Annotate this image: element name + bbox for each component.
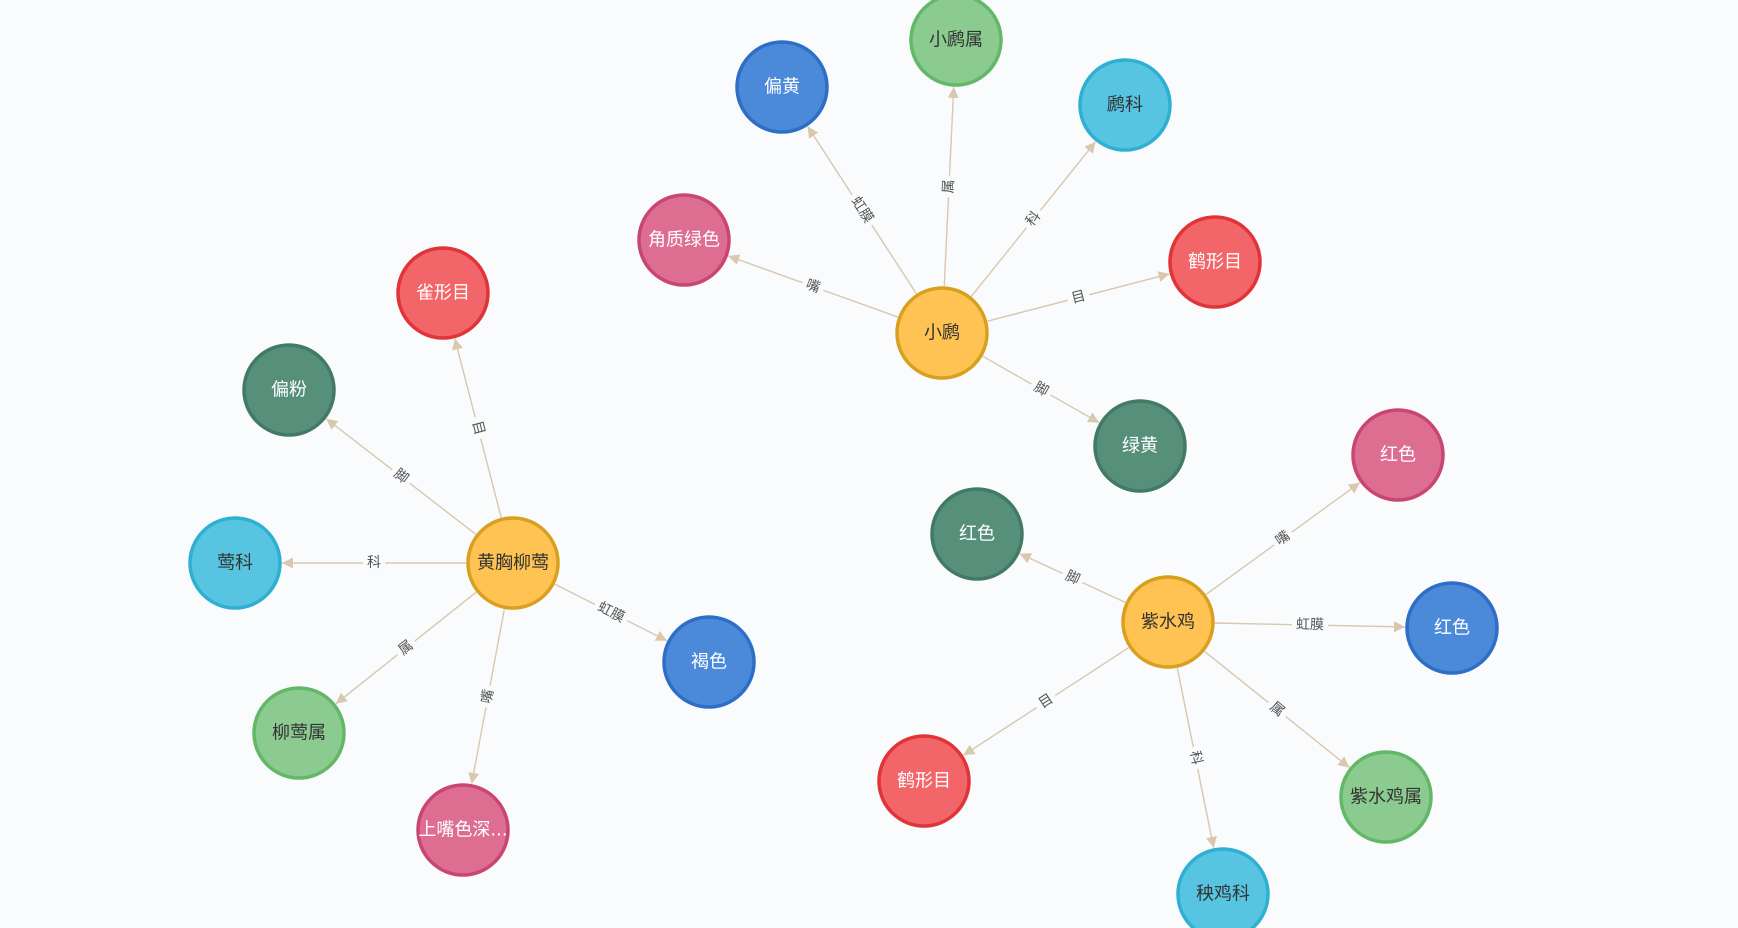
- edge-label-background: [1291, 615, 1329, 635]
- edge[interactable]: 嘴: [727, 254, 899, 318]
- edge[interactable]: 科: [1176, 667, 1217, 849]
- node-circle[interactable]: [466, 516, 560, 610]
- edge-label-background: [466, 415, 490, 441]
- edge[interactable]: 科: [970, 141, 1097, 297]
- node-circle[interactable]: [242, 343, 336, 437]
- edge[interactable]: 嘴: [468, 609, 506, 784]
- edge-label-background: [1262, 695, 1292, 724]
- edge-label: 脚: [1031, 379, 1051, 400]
- graph-node-family[interactable]: 秧鸡科: [1176, 847, 1270, 928]
- edge-label: 目: [468, 419, 487, 437]
- edge-label-background: [844, 190, 880, 230]
- graph-node-beak[interactable]: 红色: [1351, 408, 1445, 502]
- graph-node-center[interactable]: 小䴘: [895, 286, 989, 380]
- graph-node-center[interactable]: 紫水鸡: [1121, 575, 1215, 669]
- edge[interactable]: 科: [282, 554, 466, 572]
- edge[interactable]: 属: [335, 591, 477, 705]
- edge[interactable]: 属: [939, 86, 959, 287]
- edge-label-background: [1184, 745, 1207, 771]
- edge-label: 脚: [1063, 568, 1082, 588]
- graph-node-family[interactable]: 䴘科: [1078, 58, 1172, 152]
- node-circle[interactable]: [252, 686, 346, 780]
- edge-label-background: [1058, 565, 1087, 591]
- edge-label: 嘴: [804, 277, 823, 297]
- edge-label: 虹膜: [1296, 617, 1324, 634]
- edge[interactable]: 属: [1204, 650, 1350, 769]
- node-circle[interactable]: [416, 783, 510, 877]
- graph-node-iris[interactable]: 偏黄: [735, 40, 829, 134]
- edge-label: 嘴: [479, 688, 497, 705]
- node-circle[interactable]: [1121, 575, 1215, 669]
- edge[interactable]: 目: [987, 271, 1170, 322]
- node-circle[interactable]: [1405, 581, 1499, 675]
- edge[interactable]: 虹膜: [1214, 615, 1406, 635]
- graph-node-order[interactable]: 鹤形目: [1168, 215, 1262, 309]
- edge-label-background: [1019, 204, 1048, 234]
- edge-label-background: [391, 634, 421, 662]
- edge-label-background: [363, 554, 385, 572]
- edge-label: 科: [367, 555, 381, 571]
- graph-node-foot[interactable]: 绿黄: [1093, 399, 1187, 493]
- edge-label-background: [1268, 524, 1298, 553]
- edge[interactable]: 脚: [325, 418, 477, 535]
- node-circle[interactable]: [1093, 399, 1187, 493]
- edge[interactable]: 脚: [982, 355, 1100, 424]
- node-circle[interactable]: [930, 487, 1024, 581]
- edge-label-background: [590, 596, 632, 629]
- node-circle[interactable]: [188, 516, 282, 610]
- graph-node-iris[interactable]: 褐色: [662, 615, 756, 709]
- graph-node-genus[interactable]: 小䴘属: [909, 0, 1003, 87]
- graph-node-order[interactable]: 鹤形目: [877, 734, 971, 828]
- graph-node-center[interactable]: 黄胸柳莺: [466, 516, 560, 610]
- graph-node-order[interactable]: 雀形目: [396, 246, 490, 340]
- graph-node-iris[interactable]: 红色: [1405, 581, 1499, 675]
- graph-node-genus[interactable]: 柳莺属: [252, 686, 346, 780]
- node-circle[interactable]: [1351, 408, 1445, 502]
- graph-node-genus[interactable]: 紫水鸡属: [1339, 750, 1433, 844]
- graph-node-foot[interactable]: 红色: [930, 487, 1024, 581]
- edge-label-background: [1031, 687, 1061, 716]
- nodes-layer: 小䴘偏黄小䴘属䴘科角质绿色鹤形目绿黄黄胸柳莺雀形目偏粉莺科柳莺属上嘴色深...褐…: [188, 0, 1499, 928]
- node-circle[interactable]: [735, 40, 829, 134]
- edge-label-background: [1065, 286, 1092, 309]
- edge-label-background: [386, 462, 416, 491]
- graph-node-beak[interactable]: 角质绿色: [637, 193, 731, 287]
- node-circle[interactable]: [1339, 750, 1433, 844]
- edge-label-background: [939, 175, 959, 198]
- edge-label: 属: [941, 179, 958, 194]
- node-circle[interactable]: [662, 615, 756, 709]
- edge-label-background: [799, 274, 827, 299]
- edge[interactable]: 目: [962, 647, 1130, 756]
- node-circle[interactable]: [396, 246, 490, 340]
- graph-node-beak[interactable]: 上嘴色深...: [416, 783, 510, 877]
- node-circle[interactable]: [1168, 215, 1262, 309]
- graph-node-foot[interactable]: 偏粉: [242, 343, 336, 437]
- edge-label-background: [477, 684, 499, 709]
- node-circle[interactable]: [637, 193, 731, 287]
- edge[interactable]: 脚: [1019, 553, 1126, 603]
- edge[interactable]: 虹膜: [554, 583, 668, 642]
- edge-label: 科: [1186, 750, 1204, 767]
- node-circle[interactable]: [1078, 58, 1172, 152]
- node-circle[interactable]: [1176, 847, 1270, 928]
- node-circle[interactable]: [909, 0, 1003, 87]
- node-circle[interactable]: [895, 286, 989, 380]
- edge[interactable]: 嘴: [1205, 482, 1361, 595]
- edge[interactable]: 虹膜: [807, 126, 917, 294]
- edge[interactable]: 目: [452, 338, 502, 518]
- edge-label-background: [1026, 376, 1056, 403]
- graph-node-family[interactable]: 莺科: [188, 516, 282, 610]
- edge-label: 目: [1070, 288, 1088, 307]
- node-circle[interactable]: [877, 734, 971, 828]
